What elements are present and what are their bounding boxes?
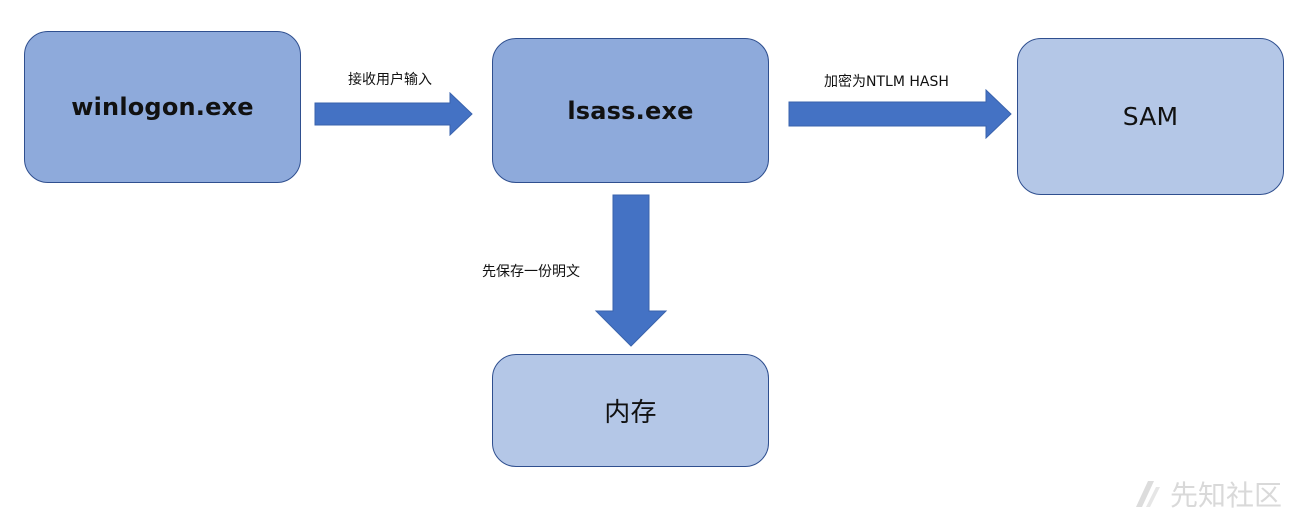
memory-node-label: 内存 (604, 398, 657, 428)
arrow-lsass-to-sam (788, 89, 1012, 139)
edge-label-save-plaintext: 先保存一份明文 (482, 264, 580, 280)
lsass-node: lsass.exe (492, 38, 769, 183)
lsass-node-label: lsass.exe (567, 96, 694, 125)
sam-node-label: SAM (1122, 102, 1179, 131)
watermark-logo-icon (1135, 481, 1160, 507)
edge-label-receive-input: 接收用户输入 (348, 72, 432, 88)
arrow-winlogon-to-lsass (314, 92, 473, 136)
arrow-lsass-to-memory (594, 194, 668, 347)
winlogon-node: winlogon.exe (24, 31, 301, 183)
sam-node: SAM (1017, 38, 1284, 195)
memory-node: 内存 (492, 354, 769, 467)
watermark-text: 先知社区 (1169, 479, 1282, 512)
watermark: 先知社区 (1132, 474, 1282, 514)
edge-label-encrypt-ntlm: 加密为NTLM HASH (824, 74, 949, 90)
winlogon-node-label: winlogon.exe (71, 93, 254, 121)
